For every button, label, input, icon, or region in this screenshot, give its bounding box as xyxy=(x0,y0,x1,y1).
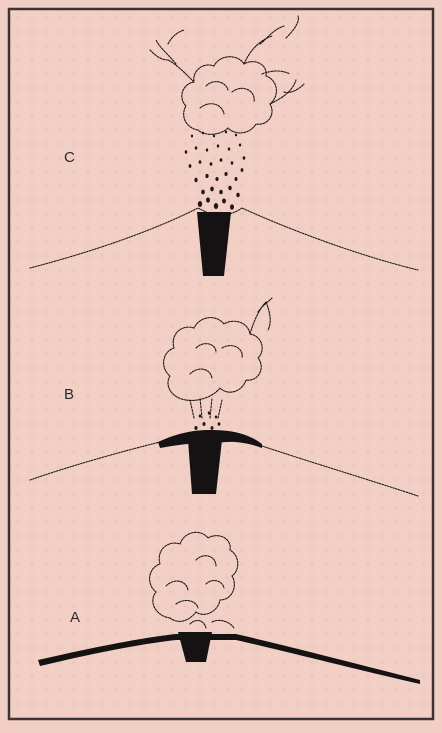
stage-b-vent-conduit xyxy=(188,440,222,494)
panel-label-b: B xyxy=(64,386,74,403)
panel-label-c: C xyxy=(64,149,75,166)
panel-label-a: A xyxy=(70,609,80,626)
